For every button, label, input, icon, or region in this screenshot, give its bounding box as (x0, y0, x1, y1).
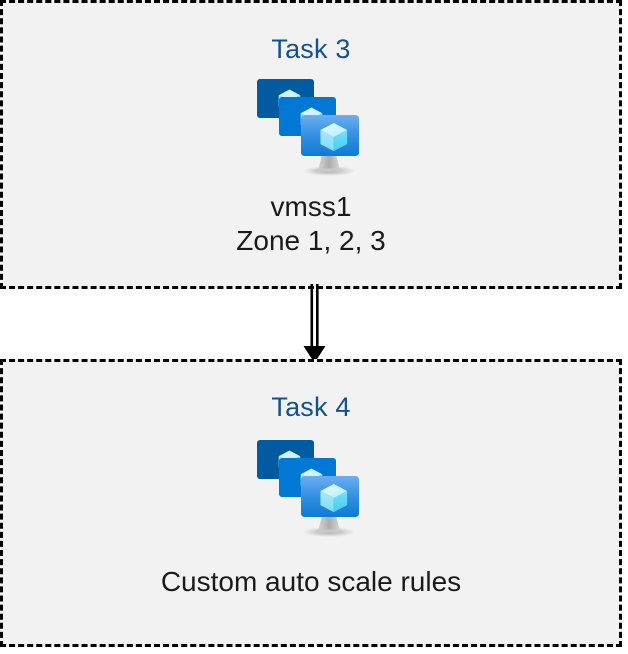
task-node-task-4[interactable]: Task 4 (0, 359, 622, 647)
azure-vm-scale-set-icon (248, 72, 378, 180)
caption-line: vmss1 (270, 191, 352, 222)
azure-vm-scale-set-icon (248, 433, 378, 541)
caption-line: Zone 1, 2, 3 (236, 225, 386, 257)
flow-connector-arrow (295, 284, 335, 364)
task-caption: Custom auto scale rules (161, 565, 461, 599)
task-caption: vmss1 Zone 1, 2, 3 (236, 190, 385, 258)
task-title: Task 4 (271, 392, 351, 422)
task-node-task-3[interactable]: Task 3 (0, 0, 622, 289)
task-title: Task 3 (271, 34, 351, 64)
caption-line: Custom auto scale rules (160, 566, 462, 597)
